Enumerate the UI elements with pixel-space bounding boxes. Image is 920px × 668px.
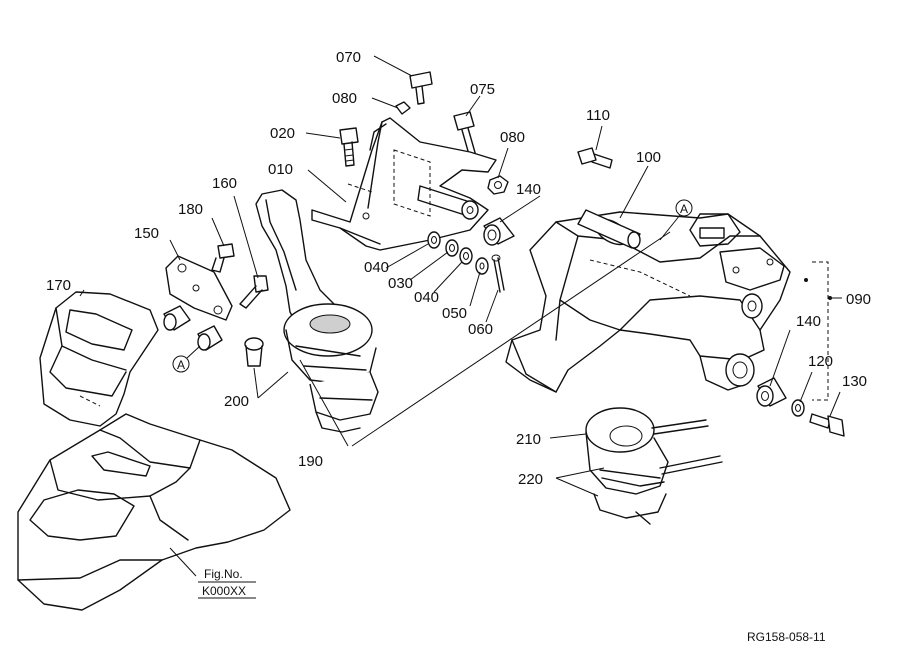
bolt-020-drawing: [339, 127, 359, 167]
label-080-upper: 080: [332, 90, 357, 107]
bolt-070-drawing: [409, 71, 433, 105]
label-140-upper: 140: [516, 181, 541, 198]
callout-a-left: A: [172, 355, 190, 373]
bracket-010-drawing: [311, 117, 497, 251]
label-060: 060: [468, 321, 493, 338]
label-030: 030: [388, 275, 413, 292]
plate-150-drawing: [163, 255, 233, 351]
label-040-b: 040: [414, 289, 439, 306]
split-pin-060-drawing: [491, 254, 505, 293]
joystick-190-drawing: [255, 189, 379, 433]
console-cover-drawing: [17, 413, 291, 611]
bolt-130-drawing: [809, 413, 845, 437]
label-120: 120: [808, 353, 833, 370]
label-075: 075: [470, 81, 495, 98]
label-070: 070: [336, 49, 361, 66]
label-130: 130: [842, 373, 867, 390]
label-220: 220: [518, 471, 543, 488]
label-050: 050: [442, 305, 467, 322]
group-bracket-090: [812, 261, 829, 401]
label-150: 150: [134, 225, 159, 242]
label-020: 020: [270, 125, 295, 142]
label-170: 170: [46, 277, 71, 294]
leader-lines: [79, 55, 841, 497]
boot-210-drawing: [585, 407, 669, 519]
nut-080-right-drawing: [487, 175, 509, 195]
bolt-160-drawing: [239, 275, 269, 309]
fig-reference: Fig.No. K000XX: [169, 547, 256, 599]
bolt-110-drawing: [577, 147, 613, 169]
label-140-lower: 140: [796, 313, 821, 330]
clamp-220-drawing: [601, 419, 723, 525]
label-080-right: 080: [500, 129, 525, 146]
label-100: 100: [636, 149, 661, 166]
part-labels: 070 080 075 020 080 010 110 100 140 160 …: [46, 49, 871, 488]
callout-a-right: A: [675, 199, 693, 217]
bush-140-upper-drawing: [483, 217, 515, 246]
label-110: 110: [586, 107, 610, 124]
label-160: 160: [212, 175, 237, 192]
callout-a-left-text: A: [177, 358, 185, 372]
fig-ref-title: Fig.No.: [204, 567, 243, 581]
bolt-200-drawing: [244, 337, 264, 367]
label-200: 200: [224, 393, 249, 410]
washer-120-drawing: [791, 399, 805, 417]
callout-a-right-text: A: [680, 202, 688, 216]
label-010: 010: [268, 161, 293, 178]
washer-stack-drawing: [427, 231, 489, 275]
nut-080-upper-drawing: [395, 101, 411, 115]
label-210: 210: [516, 431, 541, 448]
label-040-a: 040: [364, 259, 389, 276]
bush-140-lower-drawing: [756, 377, 787, 407]
label-180: 180: [178, 201, 203, 218]
bolt-180-drawing: [211, 243, 235, 273]
drawing-ref-code: RG158-058-11: [747, 630, 826, 644]
main-bracket-100-drawing: [505, 209, 791, 393]
label-090: 090: [846, 291, 871, 308]
fig-ref-value: K000XX: [202, 584, 246, 598]
label-190: 190: [298, 453, 323, 470]
cover-170-drawing: [39, 291, 159, 427]
